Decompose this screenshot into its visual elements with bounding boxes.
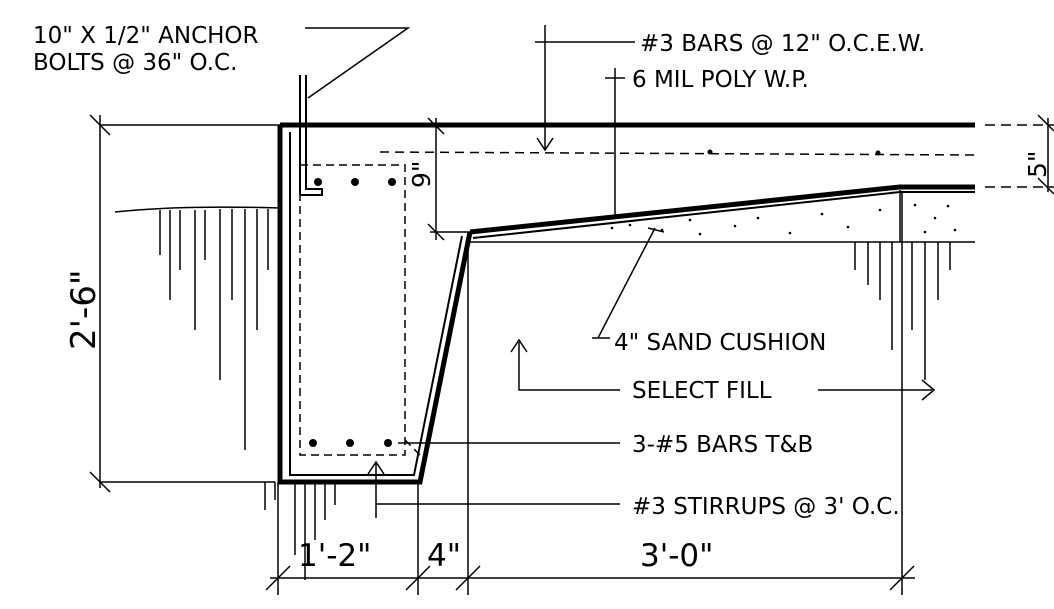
rebar-bottom-1 (309, 439, 317, 447)
sand-label: 4" SAND CUSHION (614, 330, 826, 356)
stirrups-label: #3 STIRRUPS @ 3' O.C. (632, 494, 900, 520)
span-label: 3'-0" (640, 538, 713, 574)
sand-stipple (610, 203, 957, 236)
rebar-dots (309, 149, 881, 447)
stirrup-outline (299, 164, 421, 456)
anchor-label-line2: BOLTS @ 36" O.C. (33, 50, 237, 76)
slab-bottom-edge (469, 184, 975, 235)
rebar-top-2 (351, 178, 359, 186)
anchor-bolt-hook (300, 188, 323, 196)
sand-leader (597, 227, 656, 339)
stirrup-rect (299, 164, 406, 456)
depth-dim-label: 9" (407, 161, 436, 188)
rebar-bottom-2 (346, 439, 354, 447)
footing-outline (277, 125, 473, 485)
slab-dim-label: 5" (1023, 151, 1052, 178)
bars-top-label: #3 BARS @ 12" O.C.E.W. (640, 31, 925, 57)
slab-rebar-dashed-line (379, 151, 976, 156)
grade-line (114, 206, 281, 213)
fill-leader-left (518, 342, 620, 391)
anchor-label-line1: 10" X 1/2" ANCHOR (33, 23, 259, 49)
rebar-top-3 (388, 178, 396, 186)
footing-inner-line (289, 132, 463, 476)
leader-lines (305, 25, 936, 518)
bars-tb-label: 3-#5 BARS T&B (632, 432, 813, 458)
rebar-top-1 (314, 178, 322, 186)
poly-label: 6 MIL POLY W.P. (632, 67, 809, 93)
dimension-lines (89, 114, 1054, 595)
toe-label: 4" (427, 538, 461, 574)
footing-width-label: 1'-2" (298, 538, 371, 574)
slab-rebar-dot-2 (875, 150, 881, 156)
anchor-bolt (299, 75, 323, 196)
anchor-leader (305, 27, 411, 99)
slab-rebar-dot-1 (707, 149, 713, 155)
height-dim-label: 2'-6" (64, 269, 104, 350)
concrete-outline (277, 122, 975, 485)
earth-hatching (114, 206, 951, 580)
rebar-bottom-3 (384, 439, 392, 447)
fill-label: SELECT FILL (632, 378, 772, 404)
